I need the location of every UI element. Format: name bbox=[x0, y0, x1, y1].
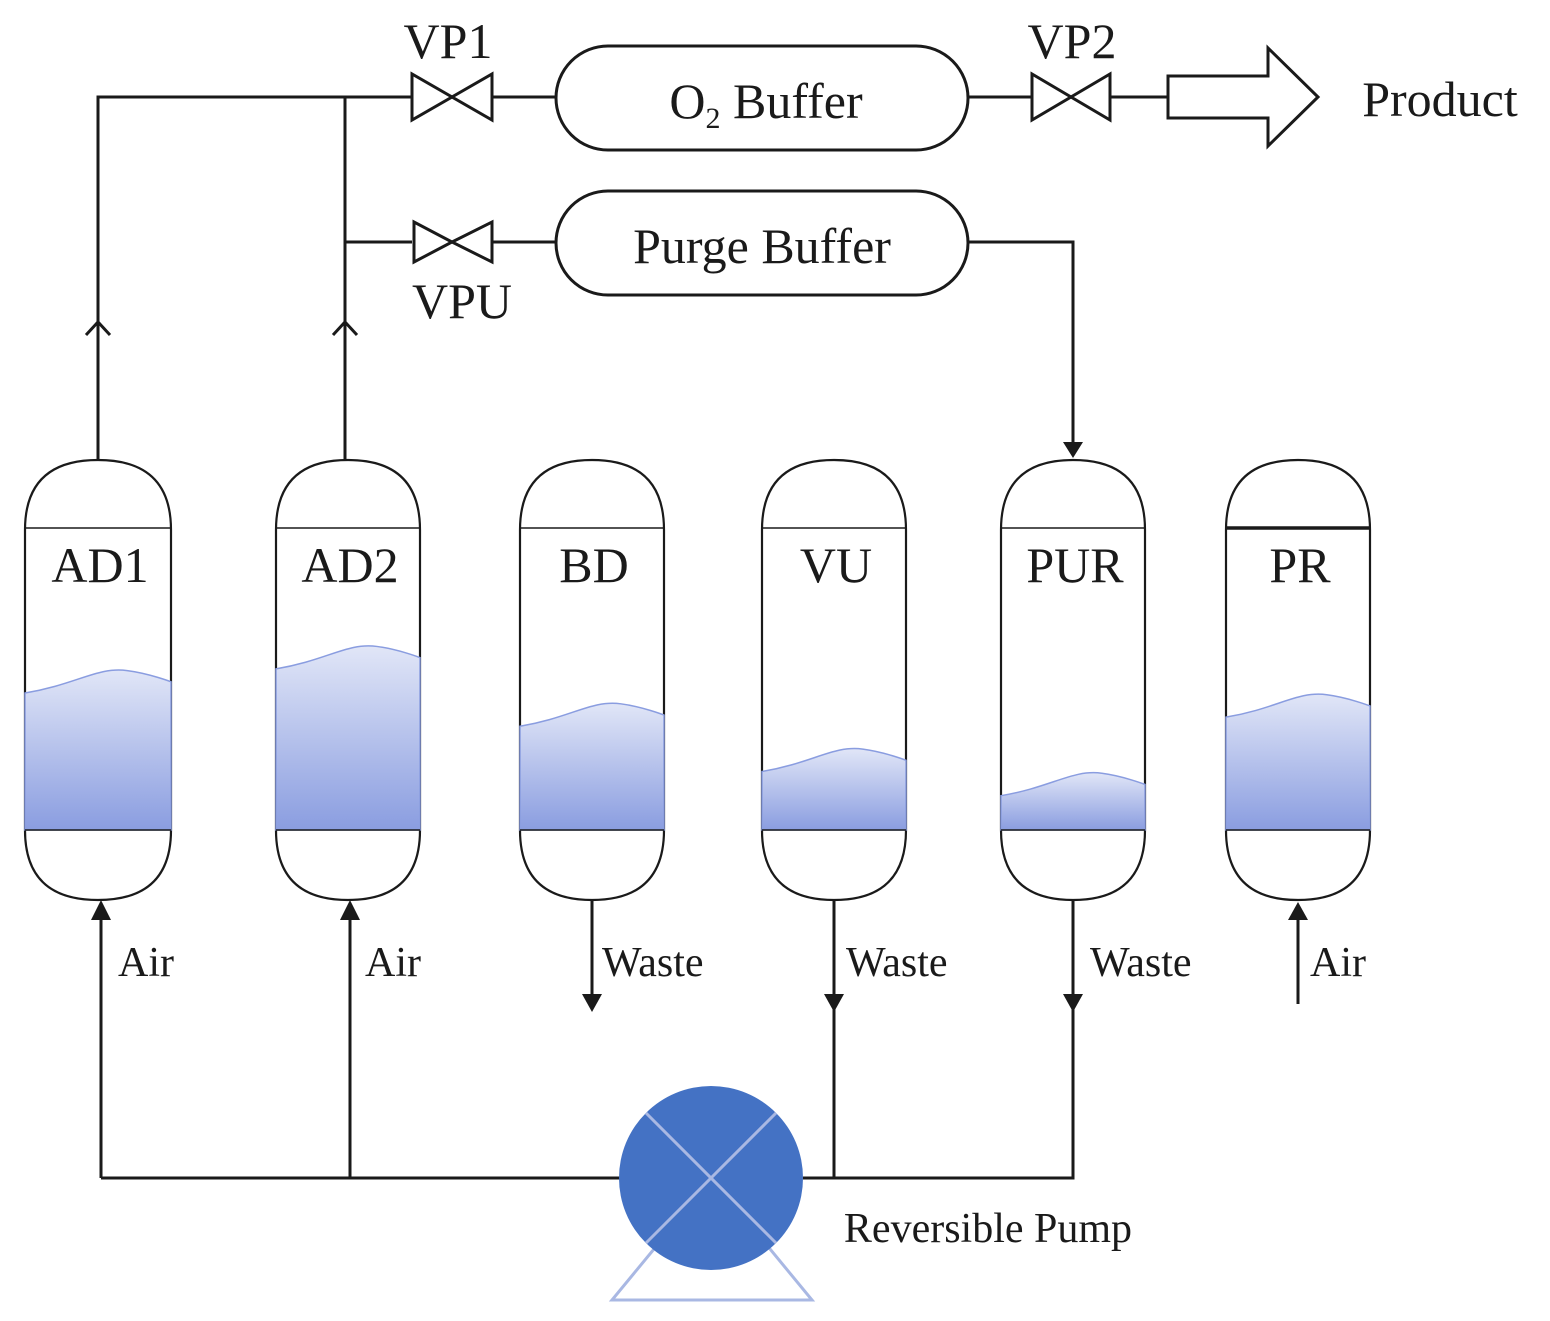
ad1-flow-arrow-icon bbox=[84, 319, 112, 337]
column-pur[interactable]: PUR Waste bbox=[999, 458, 1192, 986]
column-body bbox=[1224, 458, 1372, 902]
column-vu[interactable]: VU Waste bbox=[760, 458, 948, 986]
column-body bbox=[518, 458, 666, 902]
column-label: VU bbox=[800, 537, 872, 593]
pump-label: Reversible Pump bbox=[844, 1206, 1132, 1252]
pur-waste-arrow-icon bbox=[1063, 994, 1083, 1012]
reversible-pump[interactable] bbox=[608, 1086, 816, 1302]
valve-vp1[interactable] bbox=[410, 71, 494, 123]
valve-vpu[interactable] bbox=[412, 219, 494, 265]
column-bd[interactable]: BD Waste bbox=[518, 458, 704, 986]
column-fluid-level bbox=[24, 669, 172, 831]
column-body bbox=[760, 458, 908, 902]
column-label: BD bbox=[559, 537, 628, 593]
column-label: AD2 bbox=[301, 537, 398, 593]
pump-discharge-header bbox=[803, 900, 1075, 1180]
bottom-piping bbox=[91, 900, 1308, 1180]
valve-vp2[interactable] bbox=[1030, 71, 1112, 123]
o2-buffer-tank[interactable] bbox=[554, 44, 970, 152]
column-fluid-level bbox=[1000, 771, 1146, 831]
bd-waste-arrow-icon bbox=[582, 994, 602, 1012]
column-pr[interactable]: PR Air bbox=[1224, 458, 1372, 986]
purge-to-pur-pipe bbox=[968, 240, 1075, 452]
product-arrow-icon bbox=[1166, 44, 1321, 150]
ad1-feed-arrow-icon bbox=[91, 900, 111, 920]
column-fluid-level bbox=[761, 747, 907, 831]
purge-to-pur-arrow-icon bbox=[1063, 442, 1083, 458]
column-fluid-level bbox=[275, 645, 421, 831]
top-piping bbox=[84, 95, 1168, 460]
column-fluid-level bbox=[519, 702, 665, 831]
vp2-label: VP2 bbox=[1028, 13, 1117, 69]
column-flow-label: Air bbox=[365, 940, 421, 986]
column-fluid-level bbox=[1225, 693, 1371, 831]
column-label: PUR bbox=[1026, 537, 1124, 593]
ad2-feed-arrow-icon bbox=[340, 900, 360, 920]
purge-buffer-tank[interactable] bbox=[554, 189, 970, 297]
vpu-label: VPU bbox=[412, 273, 512, 329]
vp1-label: VP1 bbox=[404, 13, 493, 69]
ad1-outlet-pipe bbox=[96, 95, 412, 460]
purge-buffer-label: Purge Buffer bbox=[633, 218, 891, 274]
column-flow-label: Waste bbox=[1090, 940, 1192, 986]
column-label: AD1 bbox=[51, 537, 148, 593]
o2-buffer-label: O2 Buffer bbox=[669, 73, 863, 135]
ad2-flow-arrow-icon bbox=[331, 319, 359, 337]
column-flow-label: Air bbox=[118, 940, 174, 986]
column-flow-label: Waste bbox=[846, 940, 948, 986]
pr-air-arrow-icon bbox=[1288, 902, 1308, 920]
column-label: PR bbox=[1269, 537, 1331, 593]
column-flow-label: Air bbox=[1310, 940, 1366, 986]
product-label: Product bbox=[1362, 71, 1518, 127]
vu-waste-arrow-icon bbox=[824, 994, 844, 1012]
column-body bbox=[999, 458, 1147, 902]
column-flow-label: Waste bbox=[602, 940, 704, 986]
